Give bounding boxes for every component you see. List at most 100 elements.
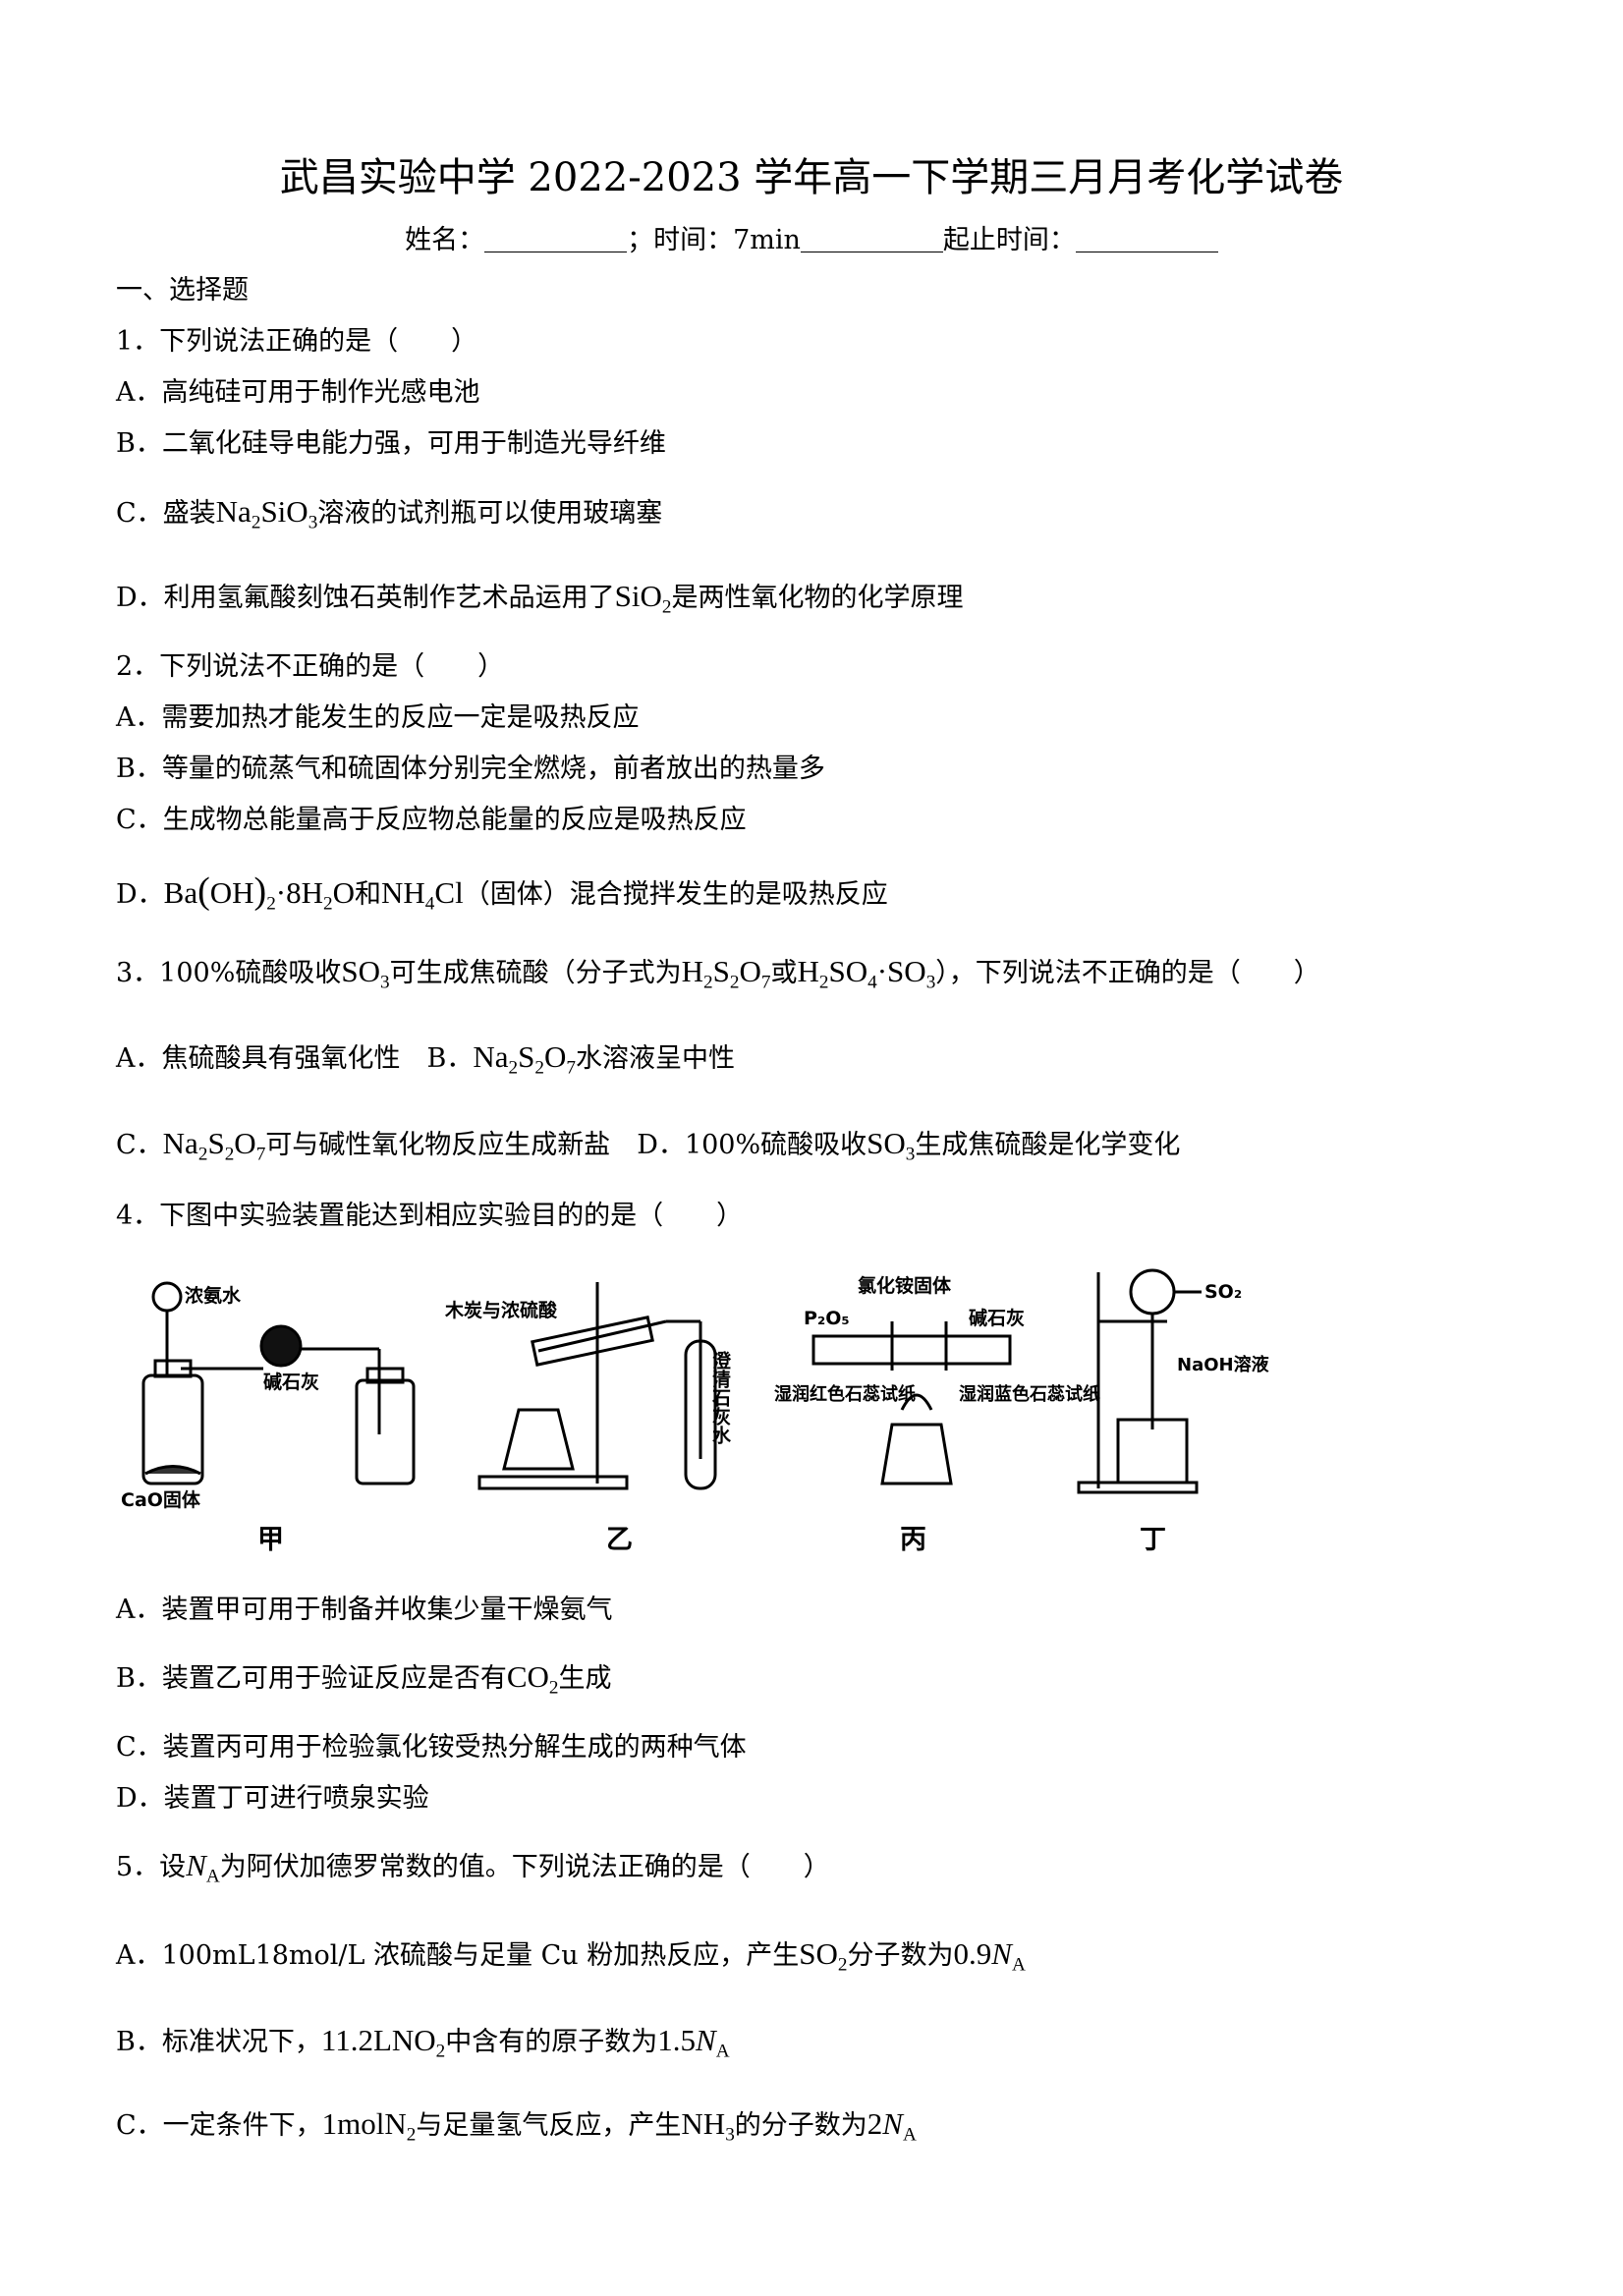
label-limewater: 澄清石灰水 [709,1350,732,1444]
q3-stem: 3．100%硫酸吸收SO3可生成焦硫酸（分子式为H2S2O7或H2SO4·SO3… [116,953,1320,993]
q4-option-c: C．装置丙可用于检验氯化铵受热分解生成的两种气体 [116,1732,747,1763]
q3-option-d-text: D．100%硫酸吸收 [637,1130,867,1160]
q1-option-b: B．二氧化硅导电能力强，可用于制造光导纤维 [116,428,666,459]
caption-ding: 丁 [1140,1525,1166,1555]
apparatus-figure: 浓氨水 碱石灰 CaO固体 木炭与浓硫酸 澄清石灰水 氯化铵固体 P₂O₅ 碱石… [121,1268,1270,1511]
q4-b-text2: 生成 [558,1663,612,1694]
q2-d-text2: （固体）混合搅拌发生的是吸热反应 [463,879,888,910]
q2-option-d: D．Ba(OH)2·8H2O和NH4Cl（固体）混合搅拌发生的是吸热反应 [116,869,888,915]
q1-option-d: D．利用氢氟酸刻蚀石英制作艺术品运用了SiO2是两性氧化物的化学原理 [116,578,964,618]
q1-d-text: D．利用氢氟酸刻蚀石英制作艺术品运用了 [116,583,615,613]
formula-na2s2o7-c: Na2S2O7 [162,1126,266,1165]
formula-h2s2o7: H2S2O7 [681,954,771,993]
value-1-5na: 1.5NA [657,2023,730,2062]
q5-c-text3: 的分子数为 [734,2110,867,2141]
page-title: 武昌实验中学 2022-2023 学年高一下学期三月月考化学试卷 [279,155,1344,200]
q3-stem-or: 或 [770,958,798,988]
formula-11-2lno2: 11.2LNO2 [320,2023,446,2062]
label-nh4cl-solid: 氯化铵固体 [858,1274,952,1297]
time-blank[interactable] [800,226,943,252]
apparatus-ding [1077,1268,1202,1494]
q1-stem: 1．下列说法正确的是（ ） [116,326,478,357]
q1-option-a: A．高纯硅可用于制作光感电池 [116,377,480,408]
time-label: ；时间：7min [627,225,801,255]
q5-c-text2: 与足量氢气反应，产生 [416,2110,682,2141]
q2-option-b: B．等量的硫蒸气和硫固体分别完全燃烧，前者放出的热量多 [116,754,825,784]
q3-option-c-label: C． [116,1130,163,1160]
value-0-9na: 0.9NA [953,1936,1026,1976]
q3-options-ab: A．焦硫酸具有强氧化性 B．Na2S2O7水溶液呈中性 [116,1038,735,1079]
apparatus-jia [141,1281,416,1485]
label-conc-ammonia: 浓氨水 [185,1284,242,1307]
name-label: 姓名： [405,225,485,255]
value-2na: 2NA [867,2106,917,2146]
label-wet-red-litmus: 湿润红色石蕊试纸 [774,1383,916,1405]
q2-option-a: A．需要加热才能发生的反应一定是吸热反应 [116,702,640,733]
q3-option-c-text: 可与碱性氧化物反应生成新盐 [265,1130,611,1160]
q4-b-text: B．装置乙可用于验证反应是否有 [116,1663,507,1694]
formula-na2sio3: Na2SiO3 [215,494,318,533]
formula-co2: CO2 [506,1659,559,1699]
symbol-na: NA [186,1848,220,1887]
q5-option-b: B．标准状况下，11.2LNO2中含有的原子数为1.5NA [116,2022,730,2062]
label-soda-lime-2: 碱石灰 [969,1307,1025,1329]
q2-d-text: D． [116,879,164,910]
q3-option-d-text2: 生成焦硫酸是化学变化 [915,1130,1181,1160]
q5-option-c: C．一定条件下，1molN2与足量氢气反应，产生NH3的分子数为2NA [116,2105,917,2146]
caption-jia: 甲 [257,1525,284,1555]
q4-option-d: D．装置丁可进行喷泉实验 [116,1783,429,1814]
q1-option-c: C．盛装Na2SiO3溶液的试剂瓶可以使用玻璃塞 [116,493,663,533]
label-naoh-solution: NaOH溶液 [1177,1354,1270,1375]
q4-stem: 4．下图中实验装置能达到相应实验目的的是（ ） [116,1201,744,1231]
q4-option-b: B．装置乙可用于验证反应是否有CO2生成 [116,1658,612,1699]
name-blank[interactable] [484,226,628,252]
caption-bing: 丙 [900,1525,926,1555]
q4-option-a: A．装置甲可用于制备并收集少量干燥氨气 [116,1595,613,1625]
q5-b-text: B．标准状况下， [116,2027,321,2057]
q5-stem: 5．设NA为阿伏加德罗常数的值。下列说法正确的是（ ） [116,1847,830,1887]
formula-h2so4-so3: H2SO4·SO3 [797,954,936,993]
q3-option-b-text: 水溶液呈中性 [575,1043,735,1074]
q3-stem-text2: 可生成焦硫酸（分子式为 [389,958,682,988]
apparatus-yi [477,1282,717,1490]
formula-1moln2: 1molN2 [321,2106,417,2146]
q5-c-text: C．一定条件下， [116,2110,322,2141]
q3-stem-text3: ），下列说法不正确的是（ ） [935,958,1320,988]
label-charcoal-acid: 木炭与浓硫酸 [444,1299,558,1321]
q1-d-text2: 是两性氧化物的化学原理 [671,583,964,613]
formula-so3-d: SO3 [867,1126,916,1165]
q5-b-text2: 中含有的原子数为 [445,2027,658,2057]
formula-nh4cl: NH4Cl [381,875,464,915]
q5-a-text: A．100mL18mol/L 浓硫酸与足量 Cu 粉加热反应，产生 [116,1940,800,1971]
q2-option-c: C．生成物总能量高于反应物总能量的反应是吸热反应 [116,805,747,835]
section-heading: 一、选择题 [116,275,249,306]
apparatus-bing [812,1321,1012,1485]
formula-baoh2: Ba(OH)2·8H2O [163,870,356,915]
q3-stem-text: 3．100%硫酸吸收 [116,958,342,988]
q5-a-text2: 分子数为 [847,1940,954,1971]
exam-info-line: 姓名： ；时间：7min 起止时间： [0,218,1623,256]
q5-option-a: A．100mL18mol/L 浓硫酸与足量 Cu 粉加热反应，产生SO2分子数为… [116,1935,1026,1976]
q3-option-b-label: B． [426,1043,474,1074]
label-soda-lime: 碱石灰 [263,1371,319,1393]
q1-c-text: C．盛装 [116,498,216,529]
q2-stem: 2．下列说法不正确的是（ ） [116,651,505,682]
caption-yi: 乙 [606,1525,633,1555]
q5-stem-text2: 为阿伏加德罗常数的值。下列说法正确的是（ ） [219,1852,830,1882]
label-p2o5: P₂O₅ [804,1308,850,1329]
label-wet-blue-litmus: 湿润蓝色石蕊试纸 [959,1383,1100,1405]
formula-so3: SO3 [341,954,390,993]
formula-sio2: SiO2 [614,579,672,618]
formula-so2: SO2 [799,1936,848,1976]
q3-option-a: A．焦硫酸具有强氧化性 [116,1043,401,1074]
label-cao-solid: CaO固体 [121,1488,201,1511]
start-end-blank[interactable] [1075,226,1218,252]
q2-d-and: 和 [355,879,382,910]
q3-options-cd: C．Na2S2O7可与碱性氧化物反应生成新盐 D．100%硫酸吸收SO3生成焦硫… [116,1125,1181,1165]
formula-nh3: NH3 [681,2106,735,2146]
q1-c-text2: 溶液的试剂瓶可以使用玻璃塞 [317,498,663,529]
label-so2: SO₂ [1204,1281,1242,1303]
start-end-label: 起止时间： [942,225,1076,255]
q5-stem-text: 5．设 [116,1852,187,1882]
formula-na2s2o7: Na2S2O7 [473,1039,576,1079]
